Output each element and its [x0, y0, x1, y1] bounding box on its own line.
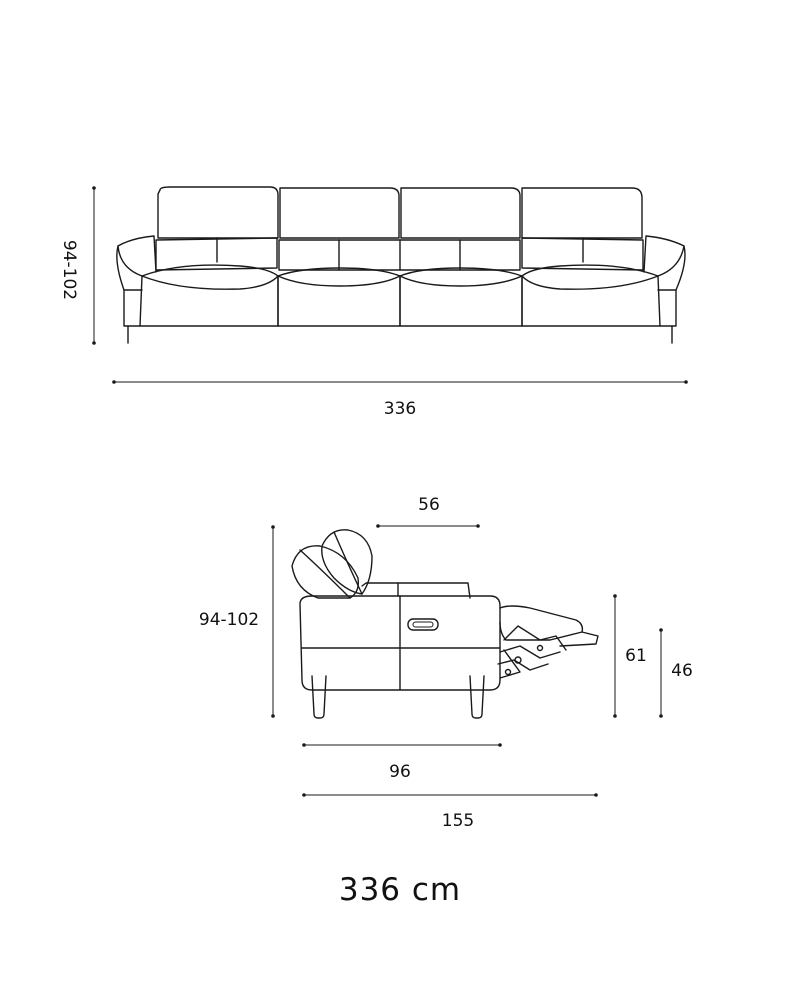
depth-dimension: 96: [302, 743, 502, 782]
front-width-label: 336: [384, 399, 416, 419]
extended-depth-label: 155: [442, 811, 474, 831]
caption-value: 336: [338, 872, 402, 908]
front-width-dimension: 336: [112, 380, 688, 419]
front-height-label: 94-102: [59, 240, 79, 300]
front-height-dimension: 94-102: [59, 186, 96, 345]
caption-unit: cm: [411, 872, 462, 908]
headrest-label: 56: [418, 495, 440, 515]
total-length-caption: 336 cm: [0, 872, 800, 908]
footrest-height-dimension: 46: [659, 628, 693, 718]
footrest-height-label: 46: [671, 661, 693, 681]
sofa-front-view: [116, 186, 686, 344]
side-height-dimension: 94-102: [199, 525, 275, 718]
depth-label: 96: [389, 762, 411, 782]
sofa-side-view: [291, 529, 599, 719]
seat-height-label: 61: [625, 646, 647, 666]
headrest-dimension: 56: [376, 495, 480, 528]
extended-depth-dimension: 155: [302, 793, 598, 831]
side-height-label: 94-102: [199, 610, 259, 630]
seat-height-dimension: 61: [613, 594, 647, 718]
